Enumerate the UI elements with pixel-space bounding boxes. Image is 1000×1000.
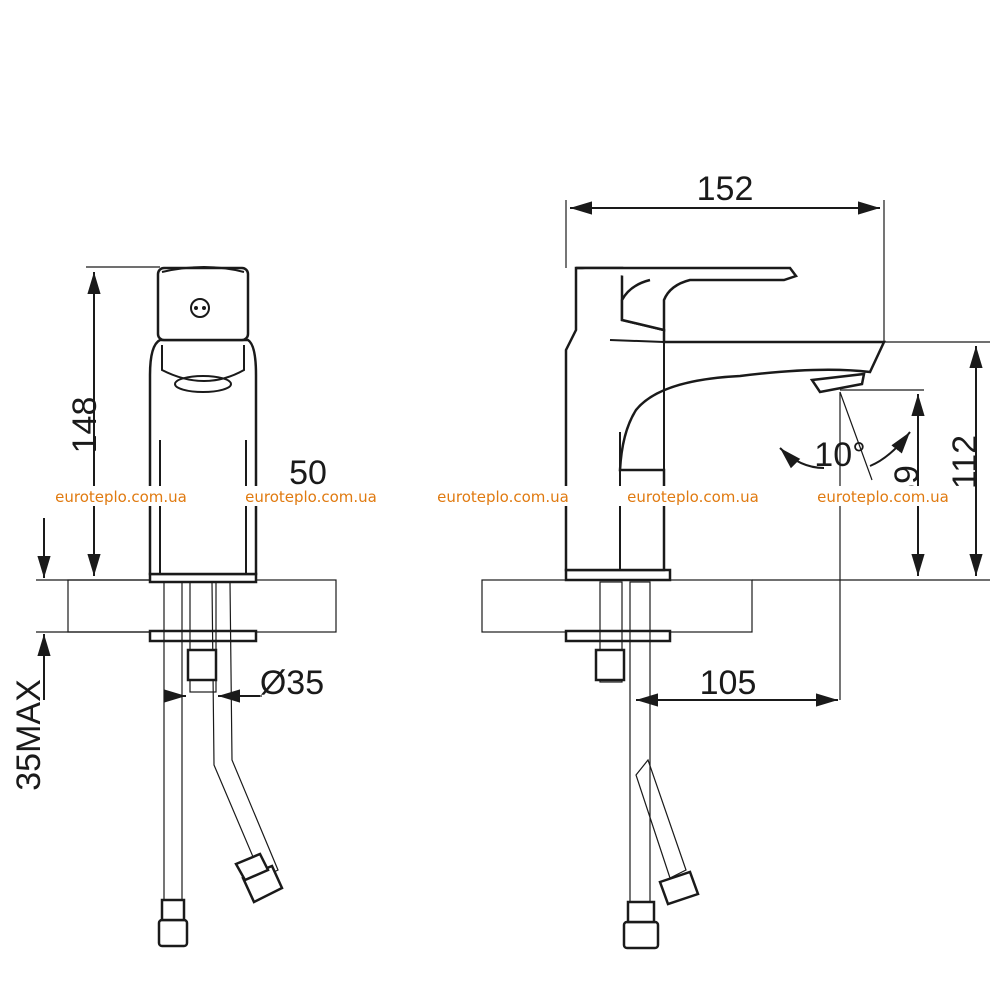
dimension-152: 152 bbox=[697, 170, 754, 208]
watermark: euroteplo.com.ua bbox=[437, 488, 569, 506]
front-view: 148 50 35MAX Ø35 bbox=[10, 266, 337, 948]
watermark: euroteplo.com.ua bbox=[817, 488, 949, 506]
dimension-112: 112 bbox=[946, 435, 984, 489]
dimension-diameter-35: Ø35 bbox=[260, 664, 324, 702]
watermark: euroteplo.com.ua bbox=[245, 488, 377, 506]
dimension-angle-10: 10° bbox=[814, 436, 865, 474]
front-hose-right bbox=[211, 581, 279, 879]
dimension-35max: 35MAX bbox=[10, 679, 48, 791]
front-countertop bbox=[67, 579, 337, 633]
watermark: euroteplo.com.ua bbox=[627, 488, 759, 506]
side-view: 152 112 89 10° 105 bbox=[481, 170, 990, 950]
front-faucet-body bbox=[148, 266, 258, 576]
side-countertop bbox=[481, 579, 753, 633]
watermark: euroteplo.com.ua bbox=[55, 488, 187, 506]
dimension-50: 50 bbox=[289, 454, 327, 492]
side-faucet-body bbox=[564, 266, 886, 572]
dimension-148: 148 bbox=[66, 397, 104, 454]
dimension-105: 105 bbox=[700, 664, 757, 702]
watermark-row: euroteplo.com.ua euroteplo.com.ua eurote… bbox=[40, 486, 964, 506]
